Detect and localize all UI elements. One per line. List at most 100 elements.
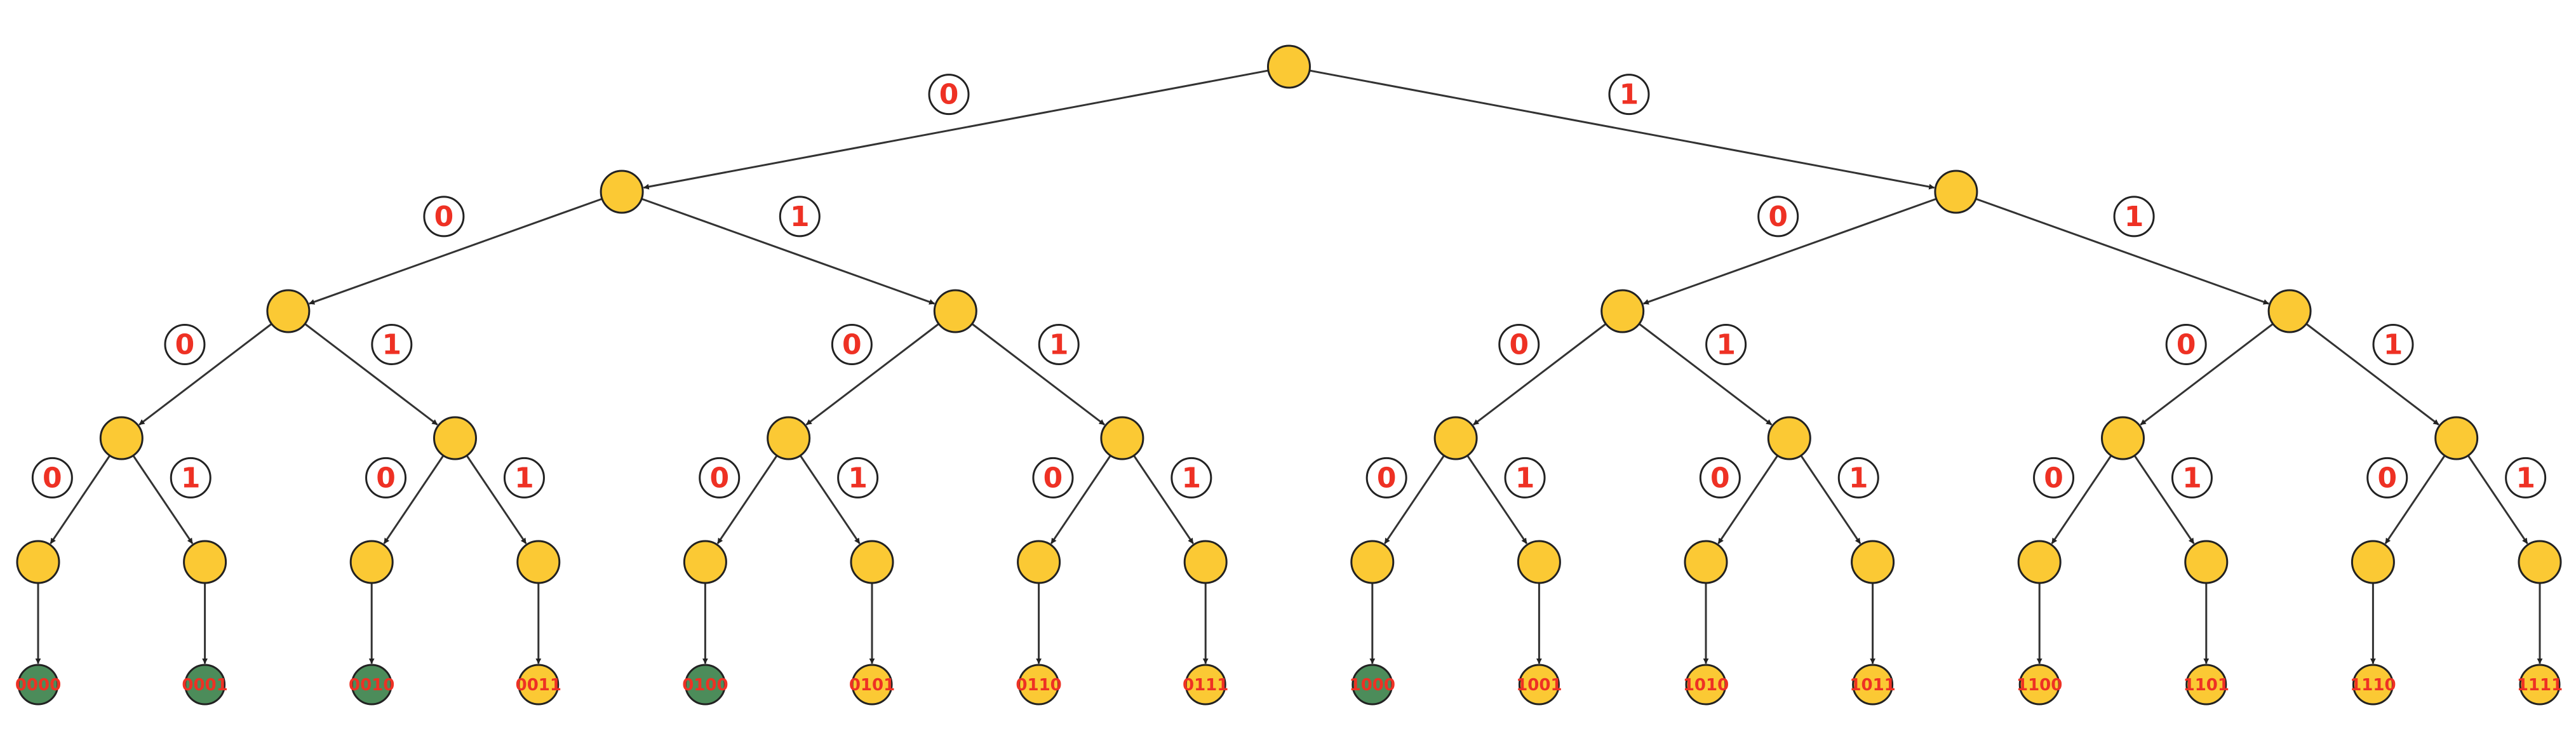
tree-edge xyxy=(2384,455,2446,544)
tree-node xyxy=(2184,540,2229,584)
branch-label-text: 0 xyxy=(1043,462,1063,494)
leaf-code-label: 1111 xyxy=(2517,676,2563,695)
branch-label-text: 1 xyxy=(848,462,868,494)
tree-edge xyxy=(971,323,1105,425)
branch-label-circle xyxy=(1699,457,1741,499)
tree-node xyxy=(516,540,561,584)
tree-edge xyxy=(1717,455,1779,544)
branch-label-text: 0 xyxy=(842,328,862,361)
branch-label: 1 xyxy=(1705,323,1747,365)
branch-label: 1 xyxy=(1608,74,1650,116)
leaf-node-circle xyxy=(684,664,726,706)
leaf-node: 1010 xyxy=(1683,664,1729,706)
branch-label: 0 xyxy=(1757,196,1799,238)
tree-edge xyxy=(138,323,272,425)
branch-label: 1 xyxy=(170,457,211,499)
branch-label-text: 1 xyxy=(2124,201,2144,233)
leaf-node-circle xyxy=(184,664,226,706)
tree-edge xyxy=(1800,455,1862,544)
leaf-code-label: 0111 xyxy=(1183,676,1228,695)
branch-label-text: 1 xyxy=(181,462,201,494)
leaf-code-label: 0100 xyxy=(682,676,728,695)
tree-edge xyxy=(304,323,438,425)
branch-label: 0 xyxy=(2033,457,2075,499)
branch-label-text: 0 xyxy=(434,201,454,233)
branch-label: 0 xyxy=(1699,457,1741,499)
tree-node xyxy=(2434,416,2479,460)
branch-label-circle xyxy=(1705,323,1747,365)
tree-edge xyxy=(1975,197,2269,305)
branch-label: 1 xyxy=(2113,196,2155,238)
leaf-node: 1000 xyxy=(1350,664,1395,706)
branch-label-text: 1 xyxy=(1049,328,1069,361)
leaf-code-label: 1001 xyxy=(1516,676,1562,695)
tree-node xyxy=(2351,540,2395,584)
branch-label-text: 0 xyxy=(2177,328,2196,361)
tree-node xyxy=(1767,416,1811,460)
branch-label-circle xyxy=(2033,457,2075,499)
tree-edge xyxy=(2140,323,2274,425)
tree-node xyxy=(1684,540,1728,584)
branch-label-circle xyxy=(1171,457,1212,499)
tree-edge xyxy=(799,455,861,544)
branch-label-text: 1 xyxy=(1716,328,1736,361)
tree-node xyxy=(683,540,727,584)
branch-label: 1 xyxy=(1171,457,1212,499)
tree-node xyxy=(1934,170,1978,214)
leaf-node: 0010 xyxy=(349,664,394,706)
leaf-node-circle xyxy=(1852,664,1894,706)
branch-label-circle xyxy=(928,74,970,116)
tree-edge xyxy=(2467,455,2528,544)
branch-label-circle xyxy=(371,323,413,365)
tree-node xyxy=(1017,540,1061,584)
branch-label-circle xyxy=(1498,323,1540,365)
branch-label-text: 1 xyxy=(382,328,402,361)
branch-label: 1 xyxy=(371,323,413,365)
tree-node xyxy=(99,416,144,460)
branch-label-circle xyxy=(779,196,821,238)
tree-node xyxy=(1183,540,1228,584)
leaf-node: 0101 xyxy=(849,664,895,706)
leaf-node-circle xyxy=(851,664,893,706)
leaf-node-circle xyxy=(351,664,392,706)
branch-label: 1 xyxy=(1504,457,1546,499)
branch-label-circle xyxy=(1608,74,1650,116)
tree-node xyxy=(349,540,394,584)
branch-label-text: 0 xyxy=(939,79,959,111)
branch-label-circle xyxy=(1837,457,1879,499)
tree-node xyxy=(2017,540,2062,584)
branch-label-text: 0 xyxy=(709,462,729,494)
leaf-node: 1111 xyxy=(2517,664,2563,706)
branch-label-text: 1 xyxy=(1182,462,1202,494)
branch-label-circle xyxy=(699,457,741,499)
tree-node xyxy=(850,540,894,584)
tree-edge xyxy=(2133,455,2195,544)
tree-edge xyxy=(1466,455,1528,544)
leaf-node: 0111 xyxy=(1183,664,1228,706)
leaf-node: 0001 xyxy=(182,664,228,706)
leaf-code-label: 1101 xyxy=(2184,676,2229,695)
leaf-code-label: 1000 xyxy=(1350,676,1395,695)
tree-node xyxy=(1350,540,1395,584)
leaf-node-circle xyxy=(1184,664,1226,706)
branch-label-text: 1 xyxy=(1515,462,1535,494)
tree-edge xyxy=(1473,323,1607,425)
tree-edge xyxy=(1050,455,1111,544)
tree-edge xyxy=(1642,197,1937,305)
branch-label: 0 xyxy=(31,457,73,499)
branch-label-text: 0 xyxy=(2044,462,2063,494)
tree-edge xyxy=(50,455,111,544)
leaf-code-label: 1011 xyxy=(1849,676,1895,695)
branch-label: 1 xyxy=(837,457,879,499)
tree-node xyxy=(1851,540,1895,584)
leaf-node: 0000 xyxy=(15,664,61,706)
leaf-code-label: 1010 xyxy=(1683,676,1729,695)
tree-node xyxy=(183,540,227,584)
leaf-node: 0110 xyxy=(1016,664,1062,706)
branch-label: 1 xyxy=(2372,323,2414,365)
tree-node xyxy=(2267,289,2312,333)
leaf-node: 1101 xyxy=(2184,664,2229,706)
leaf-node-circle xyxy=(1352,664,1393,706)
leaf-node-circle xyxy=(2352,664,2394,706)
leaf-node: 0011 xyxy=(516,664,561,706)
